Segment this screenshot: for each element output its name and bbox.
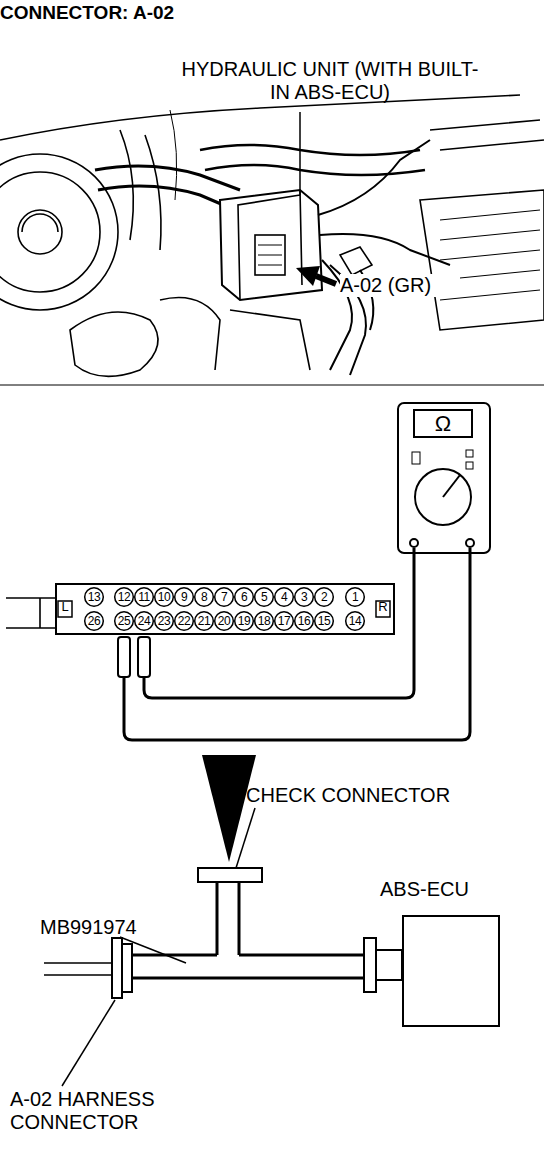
- pin-number: 18: [254, 613, 274, 629]
- pin-number: 19: [234, 613, 254, 629]
- pin-circle: [155, 588, 174, 607]
- test-lead: [124, 548, 470, 740]
- pin-circle: [115, 588, 134, 607]
- pin-circle: [135, 588, 154, 607]
- pin-circle: [255, 588, 274, 607]
- connector-name: A-02 (GR): [340, 274, 460, 297]
- side-mark: L: [58, 600, 72, 615]
- pin-circle: [275, 588, 294, 607]
- part-name: CHECK CONNECTOR: [246, 784, 526, 807]
- pin-number: 11: [134, 589, 154, 605]
- part-name: ABS-ECU: [380, 878, 500, 901]
- pin-number: 23: [154, 613, 174, 629]
- pin-circle: [195, 588, 214, 607]
- pin-number: 1: [345, 589, 365, 605]
- harness-connector: [364, 938, 376, 992]
- meter-display: Ω: [413, 409, 473, 438]
- unit-symbol: Ω: [435, 411, 451, 436]
- pin-number: 14: [345, 613, 365, 629]
- pin-number: 21: [194, 613, 214, 629]
- pin-circle: [85, 612, 104, 631]
- side-mark: R: [376, 600, 390, 615]
- ecu-unit: ABS-ECU: [380, 878, 500, 1027]
- pin-circle: [235, 612, 254, 631]
- pin-circle: [315, 612, 334, 631]
- harness-connector: [122, 944, 132, 992]
- meter-mark: [412, 452, 420, 464]
- selector-dial: [415, 469, 471, 525]
- pin-circle: [215, 612, 234, 631]
- pin-number: 8: [194, 589, 214, 605]
- pin-circle: [115, 612, 134, 631]
- part-name: A-02 HARNESS CONNECTOR: [10, 1088, 210, 1134]
- leader-line: [299, 112, 301, 195]
- pin-number: 3: [294, 589, 314, 605]
- check-connector-strip: [56, 584, 394, 634]
- lock-box: [376, 601, 390, 617]
- leader-line: [236, 808, 255, 868]
- arrow-head: [296, 266, 320, 286]
- harness-branch: [217, 882, 239, 955]
- pin-circle: [85, 588, 104, 607]
- pin-circle: [135, 612, 154, 631]
- leader-line: [62, 1000, 115, 1086]
- connector-tab: [6, 598, 56, 628]
- pin-number: 6: [234, 589, 254, 605]
- meter-jack: [410, 539, 418, 547]
- pin-circle: [295, 588, 314, 607]
- pin-number: 13: [84, 589, 104, 605]
- harness: [132, 955, 364, 978]
- pin-circle: [195, 612, 214, 631]
- pin-circle: [175, 588, 194, 607]
- pointer-triangle: [202, 755, 256, 862]
- part-name: HYDRAULIC UNIT (WITH BUILT-IN ABS-ECU): [180, 58, 480, 104]
- pin-number: 12: [114, 589, 134, 605]
- probe: [138, 637, 150, 677]
- pin-circle: [346, 612, 365, 631]
- pin-circle: [275, 612, 294, 631]
- probe: [118, 637, 130, 677]
- pin-number: 24: [134, 613, 154, 629]
- pin-number: 15: [314, 613, 334, 629]
- connector-title: CONNECTOR: A-02: [0, 2, 300, 24]
- pin-number: 26: [84, 613, 104, 629]
- pin-circle: [346, 588, 365, 607]
- pin-number: 2: [314, 589, 334, 605]
- pin-number: 25: [114, 613, 134, 629]
- pin-circles: [85, 588, 365, 631]
- pin-number: 22: [174, 613, 194, 629]
- pin-circle: [235, 588, 254, 607]
- leader-line: [120, 937, 186, 963]
- pin-number: 20: [214, 613, 234, 629]
- dial-pointer: [443, 475, 460, 497]
- pin-number: 9: [174, 589, 194, 605]
- meter-mark: [466, 450, 473, 457]
- meter-mark: [466, 462, 473, 469]
- pin-circle: [315, 588, 334, 607]
- pointer-arrow: [316, 276, 336, 284]
- pin-circle: [295, 612, 314, 631]
- pin-number: 7: [214, 589, 234, 605]
- meter-jack: [466, 539, 474, 547]
- ecu-connector: [376, 950, 402, 980]
- ohmmeter: [398, 403, 490, 553]
- pin-number: 10: [154, 589, 174, 605]
- check-connector-plug: [198, 868, 262, 882]
- tool-number: MB991974: [40, 916, 180, 939]
- pin-circle: [175, 612, 194, 631]
- pin-number: 5: [254, 589, 274, 605]
- pin-number: 17: [274, 613, 294, 629]
- engine-bay-drawing: [0, 95, 544, 385]
- harness-connector: [112, 938, 122, 998]
- pin-circle: [215, 588, 234, 607]
- ecu-box: [402, 915, 500, 1027]
- wire: [44, 963, 112, 975]
- pin-circle: [255, 612, 274, 631]
- pin-circle: [155, 612, 174, 631]
- pin-number: 4: [274, 589, 294, 605]
- pin-number: 16: [294, 613, 314, 629]
- lock-box: [58, 601, 72, 617]
